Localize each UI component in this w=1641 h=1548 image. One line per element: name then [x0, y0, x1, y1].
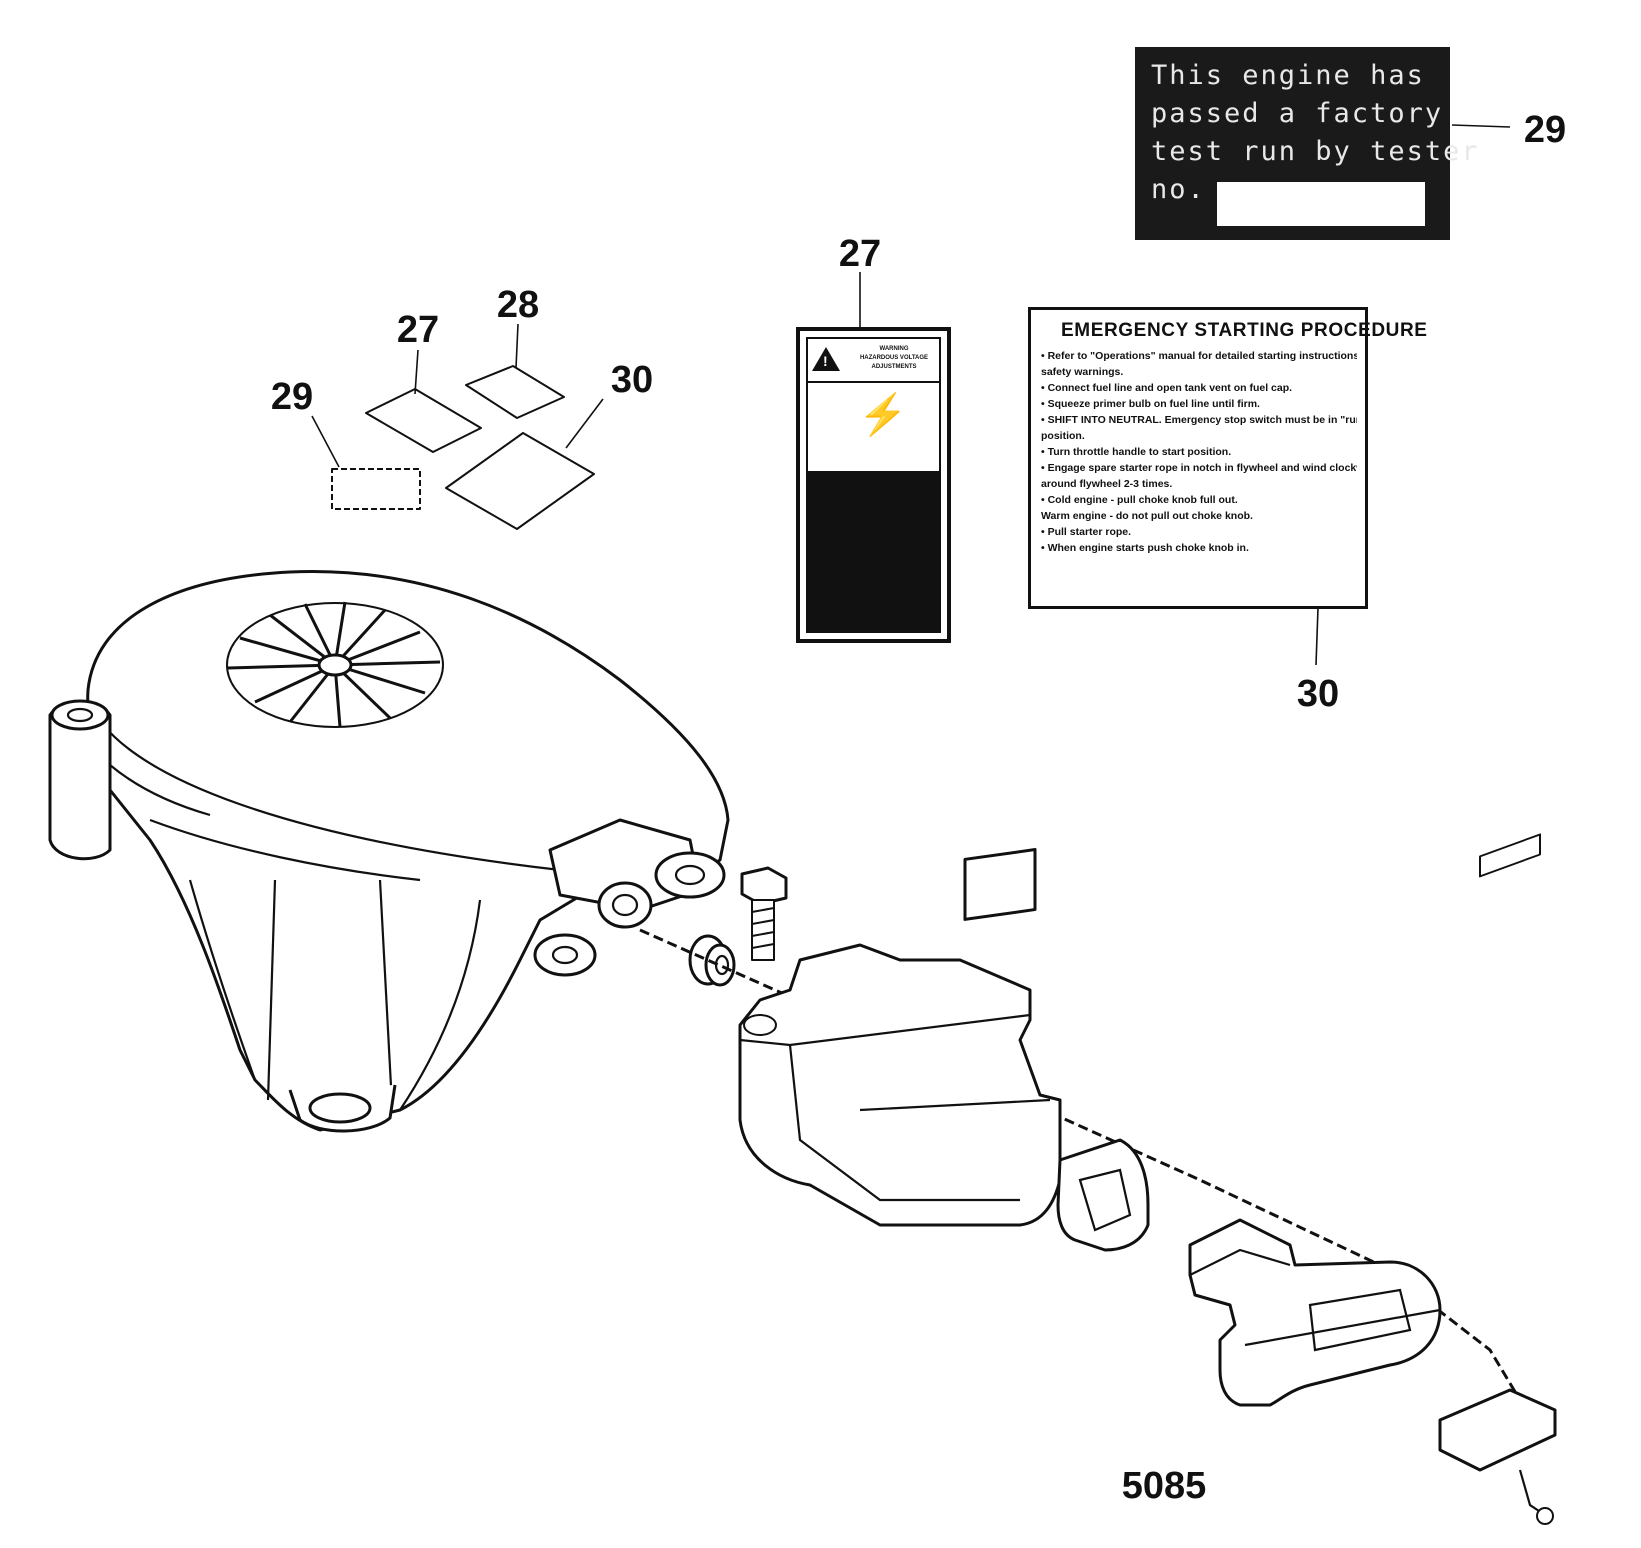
- procedure-step: • Engage spare starter rope in notch in …: [1041, 462, 1357, 474]
- decal-30-emergency-procedure: EMERGENCY STARTING PROCEDURE • Refer to …: [1028, 307, 1428, 609]
- decal-27-warning: ! WARNING HAZARDOUS VOLTAGE ADJUSTMENTS …: [796, 327, 951, 643]
- rope-grommet: [1056, 1138, 1150, 1252]
- decal-29-line: test run by tester: [1151, 136, 1480, 167]
- rope-guide-bracket: [738, 848, 1062, 1227]
- procedure-step: • Pull starter rope.: [1041, 526, 1132, 538]
- procedure-step: • Connect fuel line and open tank vent o…: [1041, 382, 1293, 394]
- decal-27-dark-panel: [808, 471, 939, 631]
- warning-triangle-icon: [812, 347, 840, 371]
- procedure-step: • Squeeze primer bulb on fuel line until…: [1041, 398, 1260, 410]
- decal-27-small: [365, 388, 482, 453]
- callout-27-small: 27: [397, 309, 439, 351]
- lightning-bolt-icon: ⚡: [858, 393, 908, 437]
- procedure-step: Warm engine - do not pull out choke knob…: [1041, 510, 1253, 522]
- tester-number-box: [1217, 182, 1425, 226]
- decal-29-line: This engine has: [1151, 60, 1425, 91]
- decal-29-test-run: This engine has passed a factory test ru…: [1135, 47, 1480, 240]
- procedure-step: • Cold engine - pull choke knob full out…: [1041, 494, 1238, 506]
- procedure-step: • Refer to "Operations" manual for detai…: [1041, 350, 1357, 362]
- rope-end-clip: [1438, 833, 1557, 1525]
- starter-handle: [1188, 1218, 1442, 1407]
- decal-30-title: EMERGENCY STARTING PROCEDURE: [1061, 320, 1428, 341]
- decal-29-line: passed a factory: [1151, 98, 1444, 129]
- callout-28-small: 28: [497, 284, 539, 326]
- callout-27-decal: 27: [839, 233, 881, 275]
- procedure-step: • SHIFT INTO NEUTRAL. Emergency stop swi…: [1041, 414, 1357, 426]
- procedure-step: • Turn throttle handle to start position…: [1041, 446, 1232, 458]
- starter-housing: [48, 569, 730, 1133]
- decal-27-header: ! WARNING HAZARDOUS VOLTAGE ADJUSTMENTS: [808, 339, 939, 383]
- decal-30-steps: • Refer to "Operations" manual for detai…: [1041, 348, 1357, 556]
- decal-29-line: no.: [1151, 174, 1206, 205]
- decal-27-header-text: WARNING HAZARDOUS VOLTAGE ADJUSTMENTS: [859, 346, 929, 370]
- procedure-step: position.: [1041, 430, 1085, 442]
- rope-bushing: [688, 934, 736, 987]
- decal-29-small: [331, 468, 421, 510]
- procedure-step: around flywheel 2-3 times.: [1041, 478, 1173, 490]
- callout-29-decal: 29: [1524, 109, 1566, 151]
- callout-30-decal: 30: [1297, 673, 1339, 715]
- callout-30-small: 30: [611, 359, 653, 401]
- figure-number: 5085: [1122, 1465, 1207, 1507]
- decal-30-small: [445, 432, 595, 530]
- small-decal-set: [311, 323, 604, 530]
- procedure-step: safety warnings.: [1041, 366, 1124, 378]
- decal-28-small: [465, 365, 565, 419]
- procedure-step: • When engine starts push choke knob in.: [1041, 542, 1249, 554]
- callout-29-small: 29: [271, 376, 313, 418]
- bolt: [740, 866, 788, 961]
